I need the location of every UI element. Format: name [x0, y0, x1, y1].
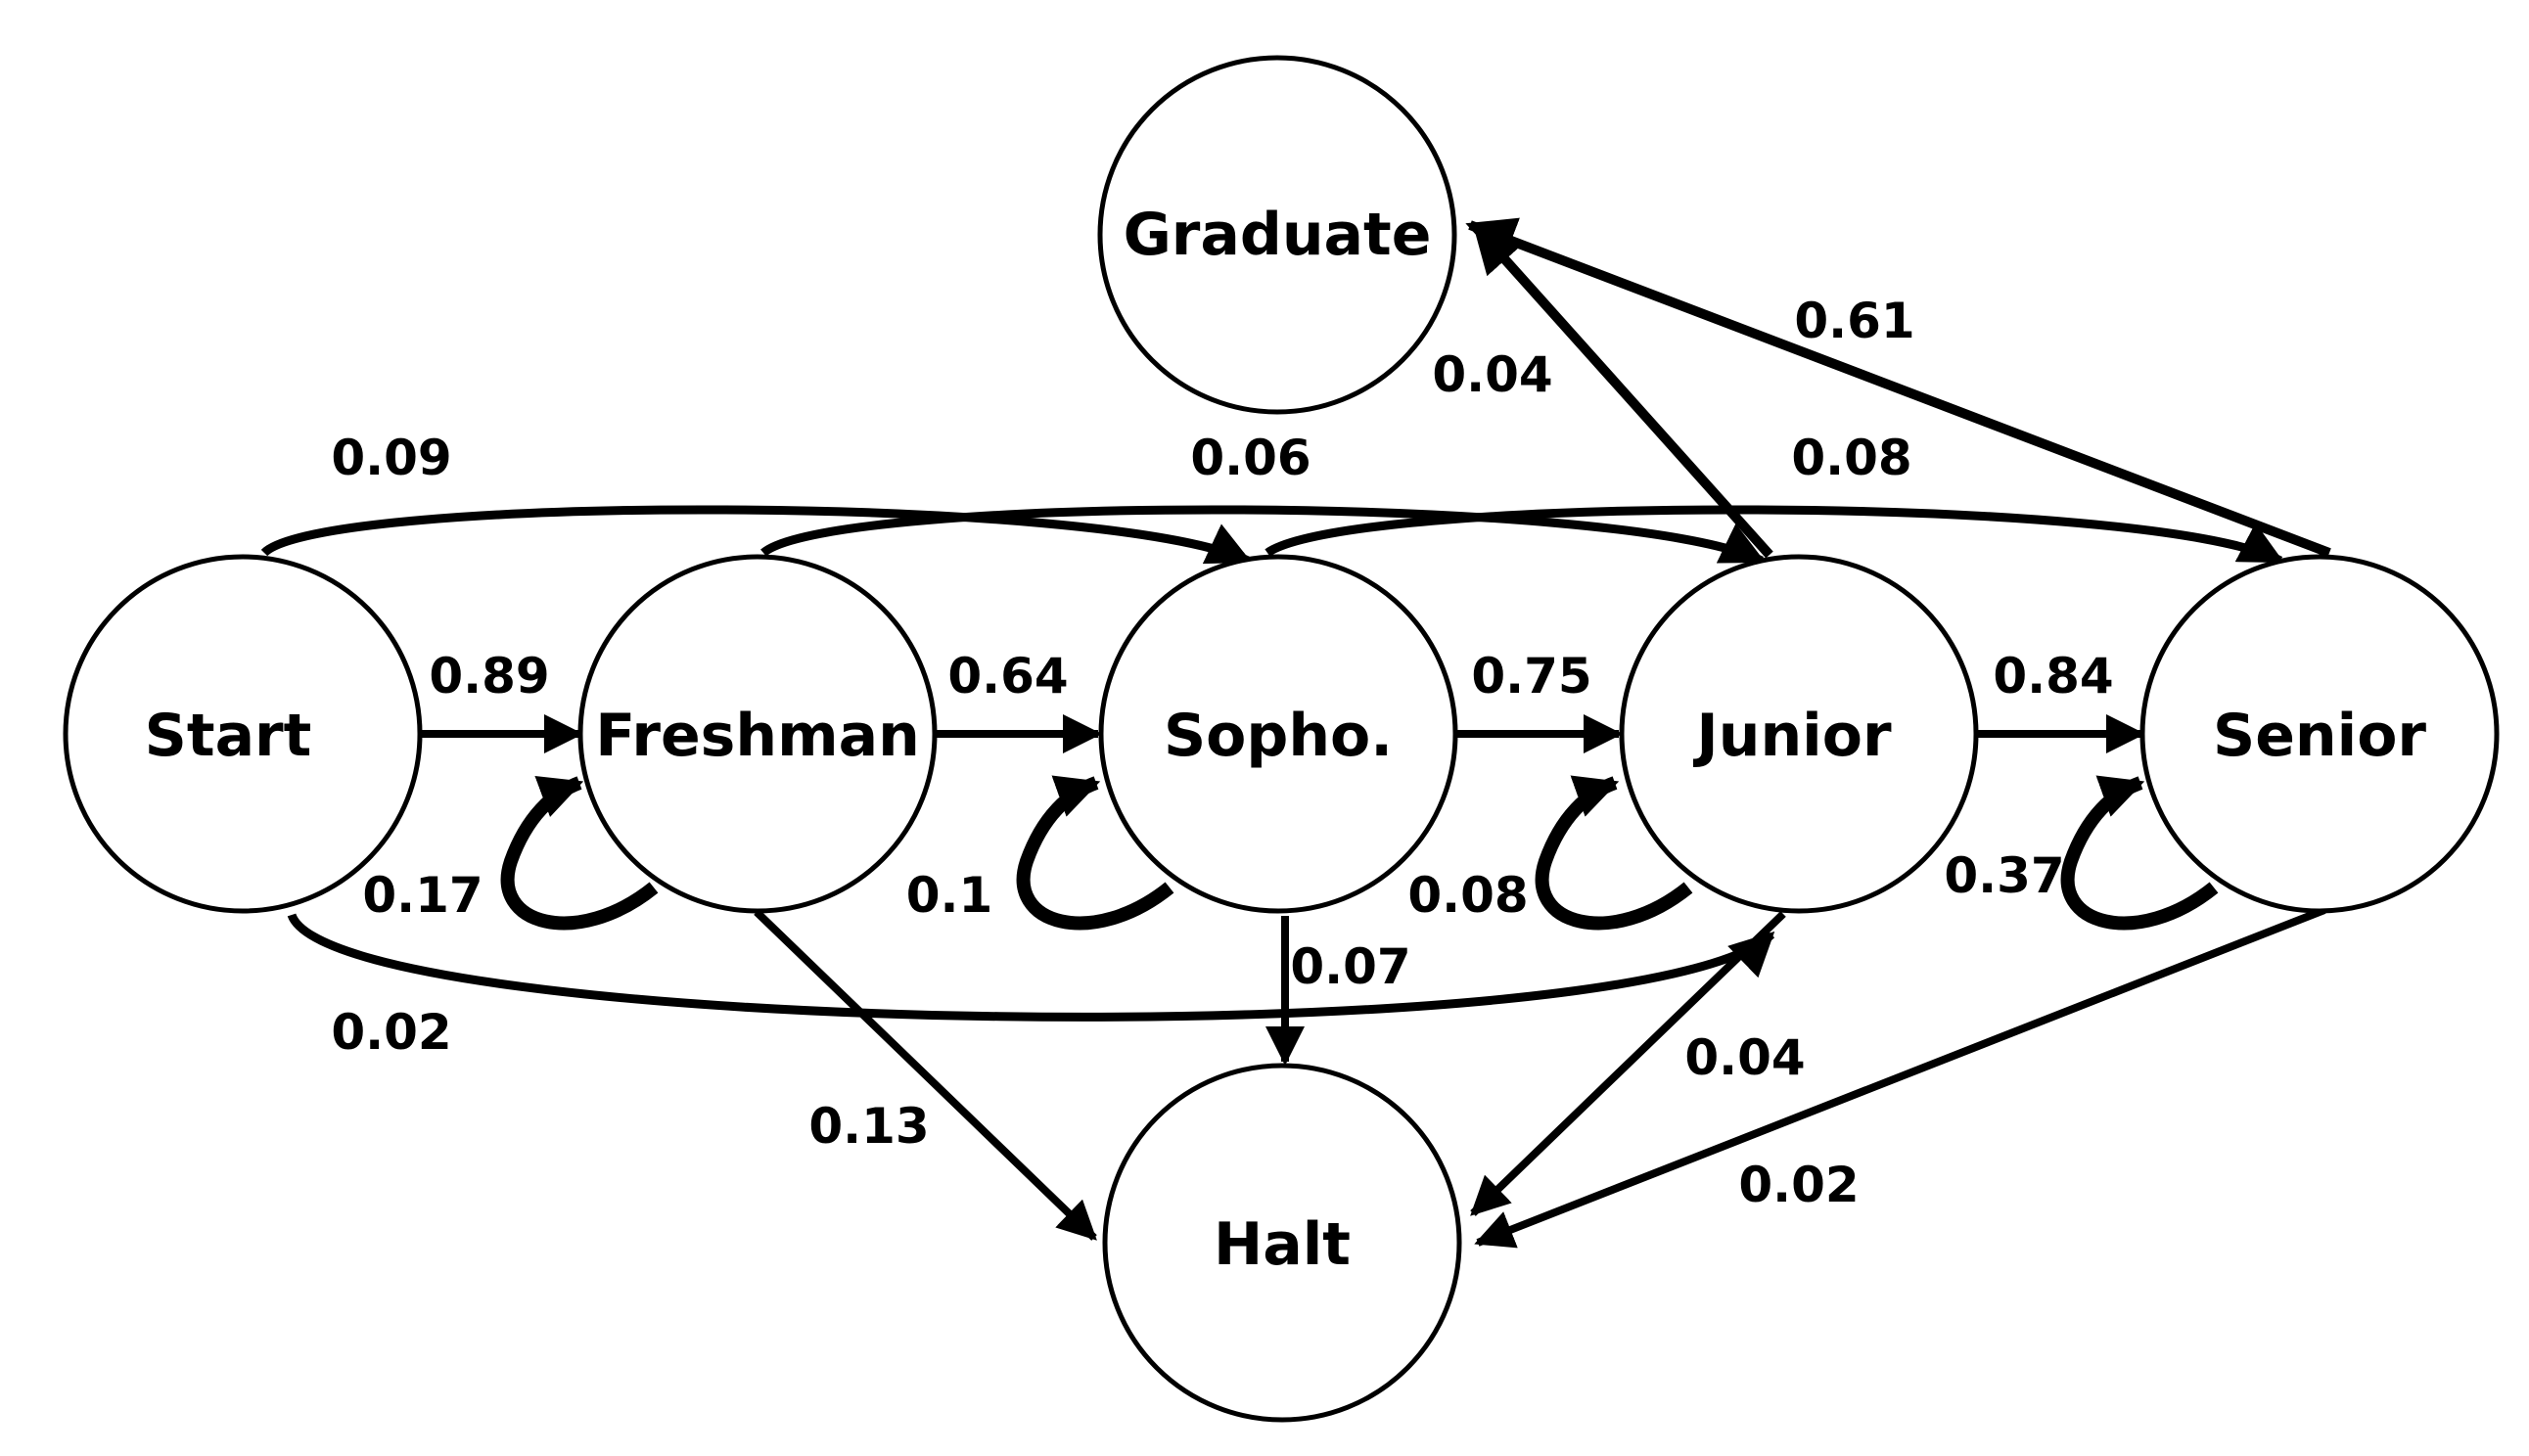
- label-junior-graduate: 0.04: [1432, 346, 1552, 403]
- label-freshman-self: 0.17: [362, 867, 483, 924]
- label-start-freshman: 0.89: [429, 648, 549, 705]
- edge-senior-graduate: [1465, 217, 2331, 558]
- edge-start-junior: [287, 913, 1775, 1022]
- edge-senior-halt: [1474, 906, 2326, 1249]
- node-halt-label: Halt: [1214, 1210, 1351, 1279]
- edge-sopho-self: [1016, 775, 1174, 931]
- edge-start-sopho: [260, 505, 1253, 566]
- label-junior-halt: 0.04: [1684, 1029, 1805, 1086]
- label-sopho-self: 0.1: [906, 867, 993, 924]
- label-start-junior: 0.02: [331, 1004, 451, 1061]
- node-halt: Halt: [1102, 1063, 1462, 1423]
- edge-sopho-senior: [1264, 505, 2284, 565]
- edge-junior-halt: [1470, 911, 1786, 1216]
- node-junior-label: Junior: [1692, 702, 1892, 770]
- node-start-label: Start: [145, 702, 312, 770]
- label-freshman-sopho: 0.64: [947, 648, 1068, 705]
- label-freshman-halt: 0.13: [808, 1098, 929, 1155]
- node-sopho: Sopho.: [1098, 554, 1458, 914]
- node-freshman: Freshman: [577, 554, 938, 914]
- label-senior-halt: 0.02: [1738, 1157, 1859, 1213]
- label-junior-self: 0.08: [1407, 867, 1528, 924]
- label-senior-graduate: 0.61: [1794, 293, 1914, 349]
- node-senior-label: Senior: [2213, 702, 2426, 770]
- edge-junior-self: [1535, 775, 1693, 931]
- label-sopho-halt: 0.07: [1290, 938, 1410, 995]
- node-graduate: Graduate: [1097, 55, 1457, 415]
- node-freshman-label: Freshman: [595, 702, 920, 770]
- label-sopho-senior: 0.08: [1791, 430, 1911, 486]
- node-sopho-label: Sopho.: [1164, 702, 1393, 770]
- edge-freshman-halt: [754, 909, 1097, 1241]
- label-start-sopho: 0.09: [331, 430, 451, 486]
- label-junior-senior: 0.84: [1993, 648, 2113, 705]
- edge-freshman-junior: [760, 505, 1767, 566]
- label-freshman-junior: 0.06: [1190, 430, 1310, 486]
- label-senior-self: 0.37: [1944, 847, 2064, 904]
- edge-senior-self: [2060, 775, 2219, 931]
- node-start: Start: [63, 554, 423, 914]
- label-sopho-junior: 0.75: [1471, 648, 1591, 705]
- node-senior: Senior: [2139, 554, 2500, 914]
- edge-freshman-self: [500, 776, 659, 931]
- node-graduate-label: Graduate: [1124, 201, 1432, 269]
- edge-junior-graduate: [1472, 223, 1773, 559]
- node-junior: Junior: [1619, 554, 1979, 914]
